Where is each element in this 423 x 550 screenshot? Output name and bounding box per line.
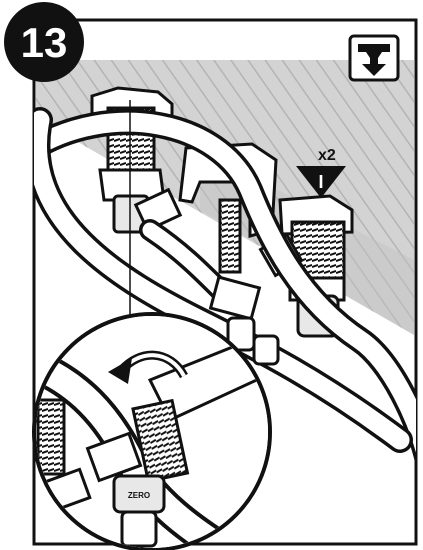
center-thread-left: [220, 200, 240, 272]
fitting-marking-text: ZERO: [128, 491, 150, 500]
step-number: 13: [21, 19, 68, 66]
install-down-icon: [350, 36, 398, 80]
step-badge: 13: [4, 2, 84, 82]
multiplier-label: x2: [318, 147, 336, 164]
marker-glyph: I: [318, 172, 323, 192]
